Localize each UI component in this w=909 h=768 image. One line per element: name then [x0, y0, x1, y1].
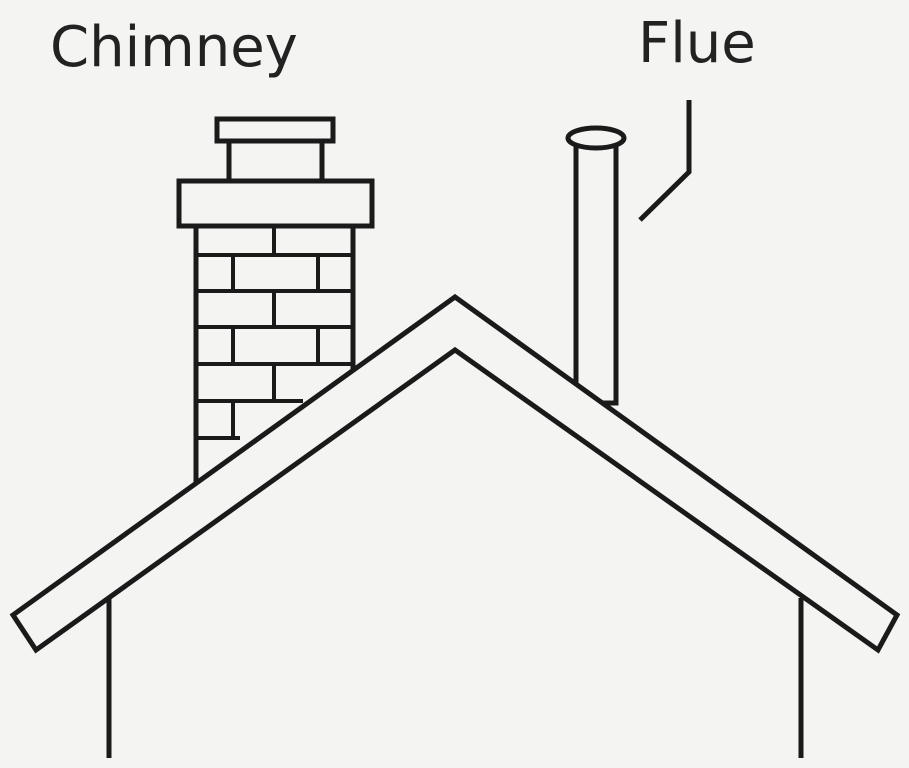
chimney-crown [176, 178, 375, 229]
roof-fascia [9, 293, 901, 654]
flue-pipe [565, 125, 627, 406]
chimney-neck [226, 138, 325, 184]
chimney-bricks [193, 226, 356, 485]
flue-pipe-body [573, 140, 619, 406]
flue-leader-line [638, 100, 692, 222]
chimney-cap-top [214, 116, 336, 144]
chimney [176, 116, 375, 485]
flue-label: Flue [638, 11, 756, 76]
flue-pipe-rim [565, 125, 627, 151]
chimney-label: Chimney [50, 15, 298, 80]
